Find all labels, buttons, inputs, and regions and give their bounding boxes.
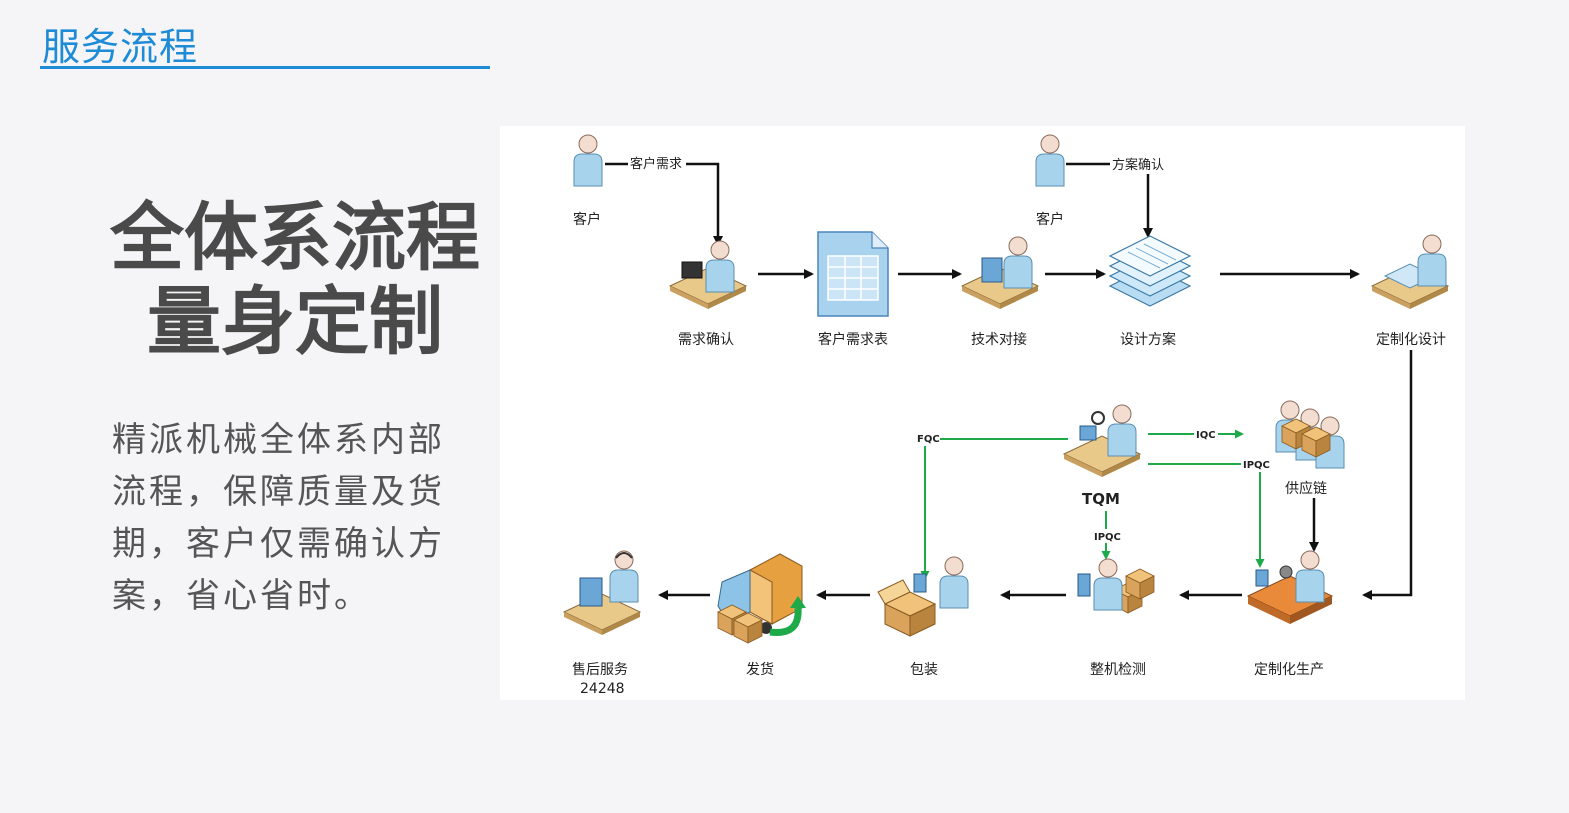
headline-line-1: 全体系流程 <box>110 195 480 281</box>
flow-arrows-bottom <box>658 498 1319 600</box>
spreadsheet-document-icon <box>817 231 889 317</box>
node-label-requirement-confirm: 需求确认 <box>678 332 734 348</box>
edge-label-iqc: IQC <box>1196 430 1216 441</box>
node-label-custom-production: 定制化生产 <box>1254 662 1324 678</box>
qc-labels: FQC IQC IPQC IPQC <box>914 428 1271 543</box>
description-line: 精派机械全体系内部 <box>112 420 445 460</box>
description: 精派机械全体系内部 流程，保障质量及货 期，客户仅需确认方 案，省心省时。 <box>112 414 484 622</box>
supply-chain-icon <box>1275 400 1345 469</box>
node-label-packaging: 包装 <box>910 662 938 678</box>
customer-icon <box>573 134 603 187</box>
description-line: 流程，保障质量及货 <box>112 472 445 512</box>
edge-label-ipqc-down: IPQC <box>1094 532 1121 543</box>
process-diagram-panel: 客户需求 方案确认 FQC IQC IPQC IPQC 客户 客户 需求确认 <box>500 126 1465 700</box>
node-label-after-sales-number: 24248 <box>580 681 625 697</box>
node-label-tech-docking: 技术对接 <box>971 331 1027 348</box>
node-label-design-plan: 设计方案 <box>1120 331 1176 348</box>
headline: 全体系流程 量身定制 <box>105 196 485 364</box>
node-label-customer-2: 客户 <box>1036 211 1064 228</box>
engineer-workstation-icon <box>961 236 1039 310</box>
workstation-icon <box>669 240 747 310</box>
inspection-worker-icon <box>1077 558 1155 614</box>
description-line: 期，客户仅需确认方 <box>112 524 445 564</box>
node-label-supply-chain: 供应链 <box>1285 480 1327 497</box>
node-label-machine-test: 整机检测 <box>1090 662 1146 678</box>
edge-label-ipqc-right: IPQC <box>1243 460 1270 471</box>
delivery-truck-icon <box>717 553 806 644</box>
edge-label-fqc: FQC <box>917 434 940 445</box>
node-label-tqm: TQM <box>1082 490 1120 508</box>
quality-inspector-icon <box>1063 404 1141 478</box>
node-label-shipping: 发货 <box>746 661 774 678</box>
node-label-after-sales: 售后服务 <box>572 662 628 678</box>
description-line: 案，省心省时。 <box>112 576 371 616</box>
production-line-icon <box>1246 550 1334 624</box>
node-label-custom-design: 定制化设计 <box>1376 332 1446 348</box>
process-diagram: 客户需求 方案确认 FQC IQC IPQC IPQC 客户 客户 需求确认 <box>563 134 1449 697</box>
title-underline <box>40 66 490 69</box>
document-stack-icon <box>1108 235 1192 307</box>
flow-arrows-top <box>605 162 1413 600</box>
customer-icon <box>1035 134 1065 187</box>
packaging-icon <box>877 556 969 637</box>
headline-line-2: 量身定制 <box>147 279 443 365</box>
node-label-customer-1: 客户 <box>573 211 601 228</box>
edge-labels: 客户需求 方案确认 <box>628 155 1170 174</box>
page-title: 服务流程 <box>42 25 199 69</box>
node-label-requirement-form: 客户需求表 <box>818 331 888 348</box>
customer-service-icon <box>563 550 641 636</box>
edge-label-plan-confirm: 方案确认 <box>1112 157 1164 173</box>
drafting-table-icon <box>1371 234 1449 310</box>
edge-label-customer-demand: 客户需求 <box>630 156 682 172</box>
